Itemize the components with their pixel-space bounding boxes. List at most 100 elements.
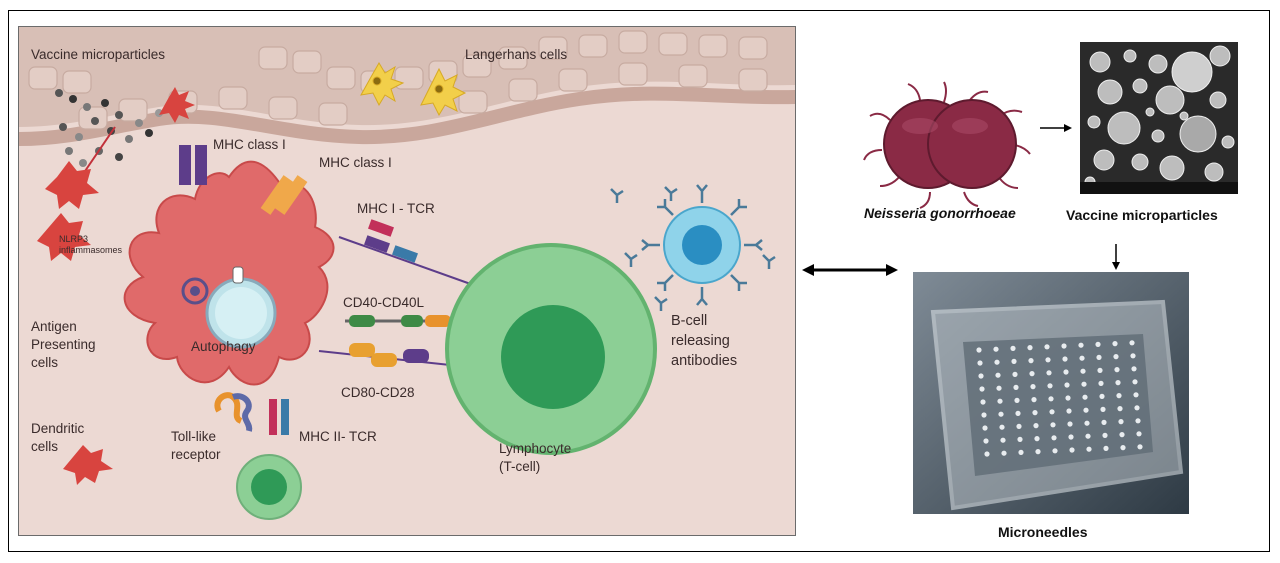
vaccine-particles	[55, 89, 163, 167]
microneedle-tip	[997, 398, 1003, 404]
label-dendritic-line2: cells	[31, 439, 59, 454]
microneedle-tip	[1081, 381, 1087, 387]
microneedle-tip	[1048, 396, 1054, 402]
microneedle-tip	[1029, 371, 1035, 377]
microneedle-tip	[1134, 405, 1140, 411]
microneedle-tip	[1061, 343, 1067, 349]
microneedle-tip	[1016, 423, 1022, 429]
label-apc-line2: Presenting	[31, 337, 96, 352]
mhc-i-receptor-yellow	[260, 175, 294, 215]
immune-diagram-panel: Vaccine microparticles Langerhans cells …	[18, 26, 796, 536]
microneedle-tip	[1050, 422, 1056, 428]
lymphocyte-nucleus	[501, 305, 605, 409]
microneedle-tip	[1130, 353, 1136, 359]
microneedle-tip	[976, 347, 982, 353]
microneedle-tip	[980, 399, 986, 405]
label-inflammasomes: inflammasomes	[59, 245, 123, 255]
antigen-presenting-cell	[123, 160, 335, 386]
microneedle-tip	[1083, 407, 1089, 413]
sem-microparticles-image	[1080, 42, 1238, 194]
microneedle-tip	[1062, 356, 1068, 362]
label-lymphocyte-line2: (T-cell)	[499, 459, 541, 474]
microneedle-tip	[1131, 366, 1137, 372]
microneedle-tip	[1017, 436, 1023, 442]
mhc-i-receptor	[179, 145, 191, 185]
arrow-to-sem	[1040, 124, 1072, 132]
microneedles-photo	[913, 272, 1189, 514]
microneedle-tip	[1001, 450, 1007, 456]
microneedle-tip	[1117, 406, 1123, 412]
microneedle-tip	[1116, 393, 1122, 399]
microneedle-tip	[1082, 394, 1088, 400]
microneedle-tip	[1133, 392, 1139, 398]
label-bcell-line3: antibodies	[671, 353, 738, 369]
microneedle-tip	[1113, 354, 1119, 360]
label-mhc-i-tcr: MHC I - TCR	[357, 201, 435, 216]
double-arrow	[802, 264, 898, 276]
microneedle-tip	[1013, 384, 1019, 390]
microneedle-tip	[977, 360, 983, 366]
label-lymphocyte-line1: Lymphocyte	[499, 441, 572, 456]
microneedle-tip	[1114, 367, 1120, 373]
microneedle-tip	[1079, 355, 1085, 361]
mhc-i-tcr-link	[338, 219, 480, 288]
bacterium-illustration	[863, 81, 1031, 209]
microneedle-tip	[1000, 437, 1006, 443]
label-mhc-class-i-a: MHC class I	[213, 137, 286, 152]
microneedle-tip	[1099, 393, 1105, 399]
label-vaccine-microparticles: Vaccine microparticles	[31, 47, 166, 62]
microneedle-tip	[982, 425, 988, 431]
small-apc-cells	[37, 87, 195, 485]
microneedle-tip	[1014, 397, 1020, 403]
label-dendritic-line1: Dendritic	[31, 421, 85, 436]
microneedle-tip	[1033, 423, 1039, 429]
microneedle-tip	[1068, 434, 1074, 440]
toll-like-receptor	[214, 392, 253, 432]
microneedle-tip	[978, 373, 984, 379]
microneedle-tip	[1118, 419, 1124, 425]
microneedle-tip	[1015, 410, 1021, 416]
microneedle-tip	[1100, 406, 1106, 412]
microneedle-tip	[1120, 445, 1126, 451]
label-cd40-cd40l: CD40-CD40L	[343, 295, 425, 310]
label-neisseria: Neisseria gonorrhoeae	[864, 205, 1016, 221]
microneedle-tip	[1045, 357, 1051, 363]
label-vaccine-microparticles-right: Vaccine microparticles	[1066, 207, 1218, 223]
microneedle-tip	[1018, 449, 1024, 455]
microneedle-tip	[1136, 431, 1142, 437]
microneedle-tip	[1032, 410, 1038, 416]
antibody-markers	[610, 184, 776, 311]
label-cd80-cd28: CD80-CD28	[341, 385, 415, 400]
microneedle-tip	[1046, 370, 1052, 376]
microneedle-tip	[1047, 383, 1053, 389]
microneedle-tip	[1010, 345, 1016, 351]
label-mhc-ii-tcr: MHC II- TCR	[299, 429, 377, 444]
microneedle-tip	[1051, 435, 1057, 441]
microneedle-tip	[1103, 445, 1109, 451]
microneedle-tip	[1097, 367, 1103, 373]
microneedle-tip	[1028, 358, 1034, 364]
cd80-link	[318, 343, 470, 368]
microneedle-tip	[995, 372, 1001, 378]
microneedle-tip	[1012, 371, 1018, 377]
microneedle-tip	[998, 411, 1004, 417]
microneedle-tip	[1084, 420, 1090, 426]
microneedle-tip	[1085, 433, 1091, 439]
label-bcell-line1: B-cell	[671, 313, 708, 329]
microneedle-tip	[984, 451, 990, 457]
microneedle-tip	[981, 412, 987, 418]
microneedle-tip	[1064, 382, 1070, 388]
microneedle-tip	[1129, 340, 1135, 346]
cd40-link	[345, 315, 469, 327]
mhc-ii-receptor	[269, 399, 277, 435]
label-nlrp3: NLRP3	[59, 234, 89, 244]
microneedle-tip	[1132, 379, 1138, 385]
microneedle-tip	[1035, 449, 1041, 455]
microneedle-tip	[1030, 384, 1036, 390]
microneedle-tip	[1135, 418, 1141, 424]
microneedle-tip	[1078, 342, 1084, 348]
label-bcell-line2: releasing	[671, 333, 730, 349]
label-autophagy: Autophagy	[191, 339, 256, 354]
microneedle-tip	[1101, 419, 1107, 425]
label-microneedles: Microneedles	[998, 524, 1088, 540]
